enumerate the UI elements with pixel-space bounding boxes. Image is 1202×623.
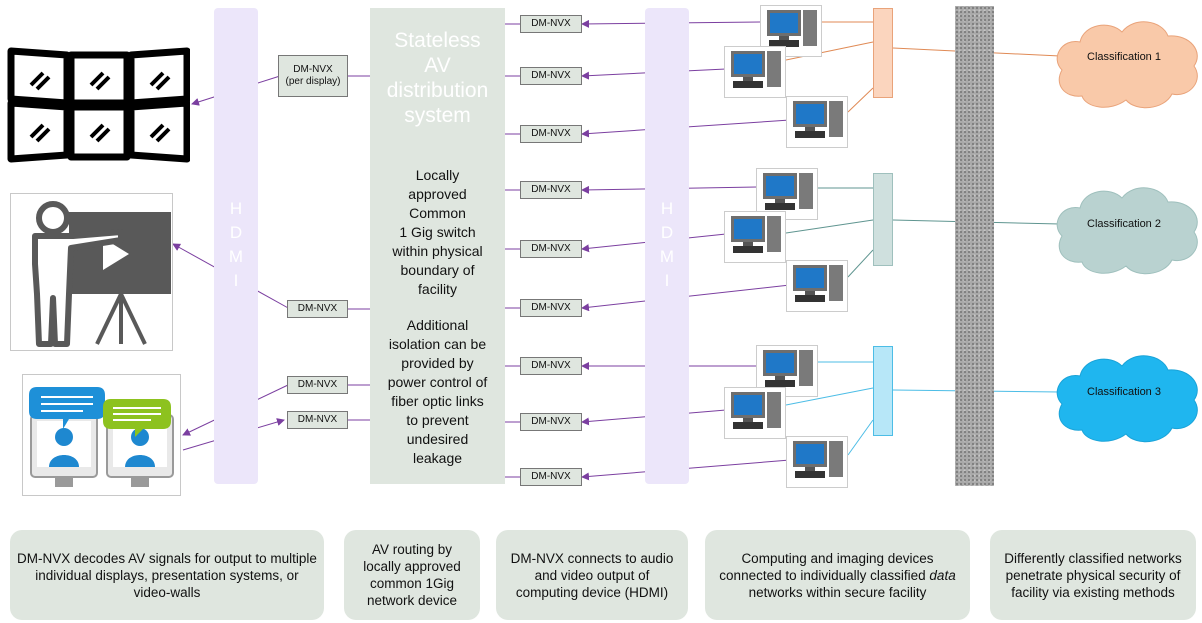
- network-switch-classification-3: [873, 346, 893, 436]
- network-switch-classification-1: [873, 8, 893, 98]
- dm-nvx-pc-3[interactable]: DM-NVX: [520, 125, 582, 143]
- classification-label: Classification 2: [1087, 218, 1161, 230]
- isolation-text-line: to prevent: [406, 412, 469, 428]
- hdmi-letter: I: [233, 271, 239, 290]
- cloud-icon-classification-3: [1056, 355, 1198, 443]
- switch-text-line: approved: [408, 186, 467, 202]
- dm-nvx-display-wall[interactable]: DM-NVX (per display): [278, 55, 348, 97]
- hdmi-bar-left: H D M I: [214, 8, 258, 484]
- dm-nvx-label: DM-NVX: [297, 414, 338, 425]
- hdmi-letter: H: [660, 199, 674, 218]
- dm-nvx-presenter[interactable]: DM-NVX: [287, 300, 348, 318]
- caption-text: AV routing by locally approved common 1G…: [363, 542, 461, 608]
- firewall-icon: [955, 6, 994, 486]
- presenter-icon: [10, 193, 173, 351]
- caption-text-emphasis: data: [929, 567, 956, 583]
- desktop-computer-icon: [756, 168, 818, 220]
- isolation-text-line: undesired: [406, 431, 469, 447]
- caption-text-part: networks within secure facility: [748, 584, 927, 600]
- hdmi-letter: H: [229, 199, 243, 218]
- desktop-computer-icon: [724, 46, 786, 98]
- caption-penetrate: Differently classified networks penetrat…: [990, 530, 1196, 620]
- dm-nvx-pc-6[interactable]: DM-NVX: [520, 299, 582, 317]
- dm-nvx-label: DM-NVX: [297, 303, 338, 314]
- caption-text: Computing and imaging devices connected …: [711, 550, 964, 601]
- video-conference-icon: [22, 374, 181, 496]
- dm-nvx-label: DM-NVX: [531, 416, 571, 427]
- caption-text: DM-NVX decodes AV signals for output to …: [17, 550, 317, 600]
- caption-decode: DM-NVX decodes AV signals for output to …: [10, 530, 324, 620]
- dm-nvx-label: DM-NVX: [531, 18, 571, 29]
- caption-text-part: Computing and imaging devices connected …: [719, 550, 934, 583]
- video-wall-icon: [5, 45, 190, 165]
- dm-nvx-sublabel: (per display): [285, 76, 341, 87]
- dm-nvx-label: DM-NVX: [297, 379, 338, 390]
- switch-text-line: Common: [409, 205, 466, 221]
- center-title-line: system: [404, 104, 471, 127]
- switch-text-line: boundary of: [400, 262, 475, 278]
- dm-nvx-pc-1[interactable]: DM-NVX: [520, 15, 582, 33]
- center-title-line: Stateless: [394, 29, 481, 52]
- caption-connect: DM-NVX connects to audio and video outpu…: [496, 530, 688, 620]
- dm-nvx-label: DM-NVX: [531, 302, 571, 313]
- isolation-text-line: power control of: [387, 374, 488, 390]
- desktop-computer-icon: [786, 260, 848, 312]
- switch-text-line: Locally: [415, 167, 460, 183]
- network-switch-classification-2: [873, 173, 893, 266]
- dm-nvx-pc-9[interactable]: DM-NVX: [520, 468, 582, 486]
- center-title-line: AV: [424, 54, 451, 77]
- dm-nvx-pc-4[interactable]: DM-NVX: [520, 181, 582, 199]
- isolation-text-line: provided by: [401, 355, 474, 371]
- desktop-computer-icon: [724, 387, 786, 439]
- hdmi-letter: M: [228, 247, 244, 266]
- caption-text: Differently classified networks penetrat…: [1004, 550, 1182, 600]
- dm-nvx-label: DM-NVX: [531, 243, 571, 254]
- dm-nvx-label: DM-NVX: [531, 360, 571, 371]
- caption-routing: AV routing by locally approved common 1G…: [344, 530, 480, 620]
- cloud-icon-classification-2: [1056, 187, 1198, 275]
- isolation-text-line: Additional: [406, 317, 469, 333]
- dm-nvx-pc-7[interactable]: DM-NVX: [520, 357, 582, 375]
- classification-label: Classification 3: [1087, 386, 1161, 398]
- switch-text-line: 1 Gig switch: [399, 224, 476, 240]
- desktop-computer-icon: [786, 436, 848, 488]
- hdmi-letter: D: [660, 223, 674, 242]
- isolation-text-line: fiber optic links: [391, 393, 484, 409]
- isolation-text-line: isolation can be: [388, 336, 487, 352]
- dm-nvx-label: DM-NVX: [531, 128, 571, 139]
- desktop-computer-icon: [786, 96, 848, 148]
- hdmi-letter: I: [664, 271, 670, 290]
- dm-nvx-pc-5[interactable]: DM-NVX: [520, 240, 582, 258]
- av-distribution-system: Stateless AV distribution system Locally…: [370, 8, 505, 484]
- center-title-line: distribution: [386, 79, 489, 102]
- hdmi-letter: D: [229, 223, 243, 242]
- cloud-icon-classification-1: [1056, 21, 1198, 109]
- switch-text-line: facility: [418, 281, 457, 297]
- dm-nvx-label: DM-NVX: [293, 64, 333, 75]
- hdmi-letter: M: [659, 247, 675, 266]
- dm-nvx-conference-out[interactable]: DM-NVX: [287, 376, 348, 394]
- dm-nvx-label: DM-NVX: [531, 471, 571, 482]
- dm-nvx-label: DM-NVX: [531, 70, 571, 81]
- dm-nvx-pc-8[interactable]: DM-NVX: [520, 413, 582, 431]
- switch-text-line: within physical: [392, 243, 483, 259]
- dm-nvx-pc-2[interactable]: DM-NVX: [520, 67, 582, 85]
- caption-text: DM-NVX connects to audio and video outpu…: [510, 550, 674, 600]
- dm-nvx-label: DM-NVX: [531, 184, 571, 195]
- desktop-computer-icon: [724, 211, 786, 263]
- desktop-computer-icon: [756, 345, 818, 397]
- hdmi-bar-right: H D M I: [645, 8, 689, 484]
- caption-computing: Computing and imaging devices connected …: [705, 530, 970, 620]
- isolation-text-line: leakage: [412, 450, 463, 466]
- dm-nvx-conference-in[interactable]: DM-NVX: [287, 411, 348, 429]
- classification-label: Classification 1: [1087, 51, 1161, 63]
